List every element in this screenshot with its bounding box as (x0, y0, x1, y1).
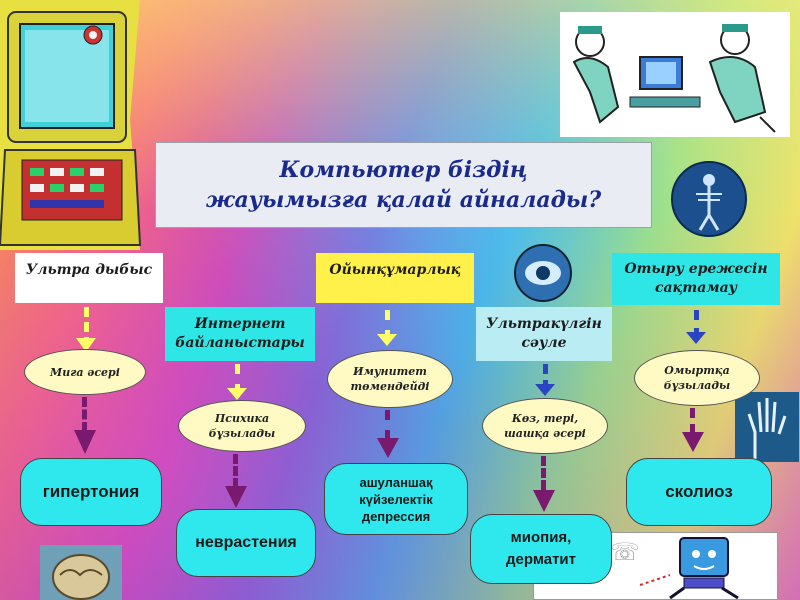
arrow-dash-bottom (385, 410, 391, 440)
label-line: Отыру ережесін (624, 261, 768, 277)
result-pill: гипертония (20, 458, 162, 526)
arrow-head-icon (76, 338, 96, 352)
arrow-dash-top (84, 307, 90, 347)
title-line-2: жауымызға қалай айналады? (205, 187, 602, 213)
result-pill: неврастения (176, 509, 316, 577)
effect-ellipse: Омыртқа бұзылады (634, 350, 760, 406)
arrow-dash-bottom (233, 454, 239, 488)
label-gaming: Ойынқұмарлық (316, 253, 474, 303)
arrow-dash-top (235, 364, 241, 394)
title-line-1: Компьютер біздің (279, 157, 528, 183)
effect-line: бұзылады (208, 427, 276, 440)
effect-line: Омыртқа (664, 364, 730, 377)
cartoon-computer-icon (0, 0, 142, 250)
arrow-dash-top (543, 364, 549, 390)
arrow-dash-bottom (541, 456, 547, 490)
arrow-head-icon (377, 334, 397, 346)
arrow-dash-top (385, 310, 391, 340)
arrow-head-icon (377, 438, 399, 458)
effect-line: шашқа әсері (504, 427, 586, 440)
arrow-head-icon (533, 490, 555, 512)
label-ultrasound: Ультра дыбыс (15, 253, 163, 303)
effect-ellipse: Психика бұзылады (178, 400, 306, 452)
result-pill: сколиоз (626, 458, 772, 526)
label-line: сақтамау (654, 280, 738, 296)
result-pill: миопия, дерматит (470, 514, 612, 584)
label-line: Ультракүлгін (486, 316, 602, 332)
result-line: ашуланшақ (359, 474, 433, 490)
result-line: депрессия (361, 508, 431, 524)
effect-line: бұзылады (663, 379, 731, 392)
arrow-head-icon (682, 432, 704, 452)
arrow-head-icon (225, 486, 247, 508)
result-line: дерматит (506, 551, 576, 568)
arrow-head-icon (227, 388, 247, 400)
label-internet: Интернет байланыстары (165, 307, 315, 361)
arrow-head-icon (686, 332, 706, 344)
doctors-with-computer-icon (560, 12, 790, 137)
svg-text:☏: ☏ (610, 538, 640, 566)
label-line: байланыстары (175, 335, 305, 351)
brain-icon (40, 545, 122, 600)
skeleton-xray-icon (671, 161, 747, 237)
running-computer-icon: ☏ (610, 537, 739, 600)
hand-xray-icon (735, 392, 799, 462)
effect-ellipse: Мига әсері (24, 349, 146, 395)
effect-ellipse: Көз, тері, шашқа әсері (482, 398, 608, 454)
label-posture: Отыру ережесін сақтамау (612, 253, 780, 305)
effect-line: төмендейді (350, 380, 430, 393)
effect-line: Психика (214, 412, 270, 425)
arrow-head-icon (535, 384, 555, 396)
page-title: Компьютер біздің жауымызға қалай айналад… (155, 142, 652, 228)
gear-icon (83, 25, 103, 45)
result-line: күйзелектік (359, 491, 433, 507)
effect-ellipse: Имунитет төмендейді (327, 350, 453, 408)
label-ultraviolet: Ультракүлгін сәуле (476, 307, 612, 361)
eye-icon (514, 244, 572, 302)
label-line: Интернет (194, 316, 286, 332)
effect-line: Көз, тері, (511, 412, 579, 425)
arrow-dash-top (694, 310, 700, 338)
result-pill: ашуланшақ күйзелектік депрессия (324, 463, 468, 535)
result-line: миопия, (510, 529, 572, 546)
effect-line: Имунитет (353, 365, 427, 378)
arrow-dash-bottom (82, 397, 88, 432)
arrow-dash-bottom (690, 408, 696, 434)
arrow-head-icon (74, 430, 96, 454)
label-line: сәуле (521, 335, 567, 351)
